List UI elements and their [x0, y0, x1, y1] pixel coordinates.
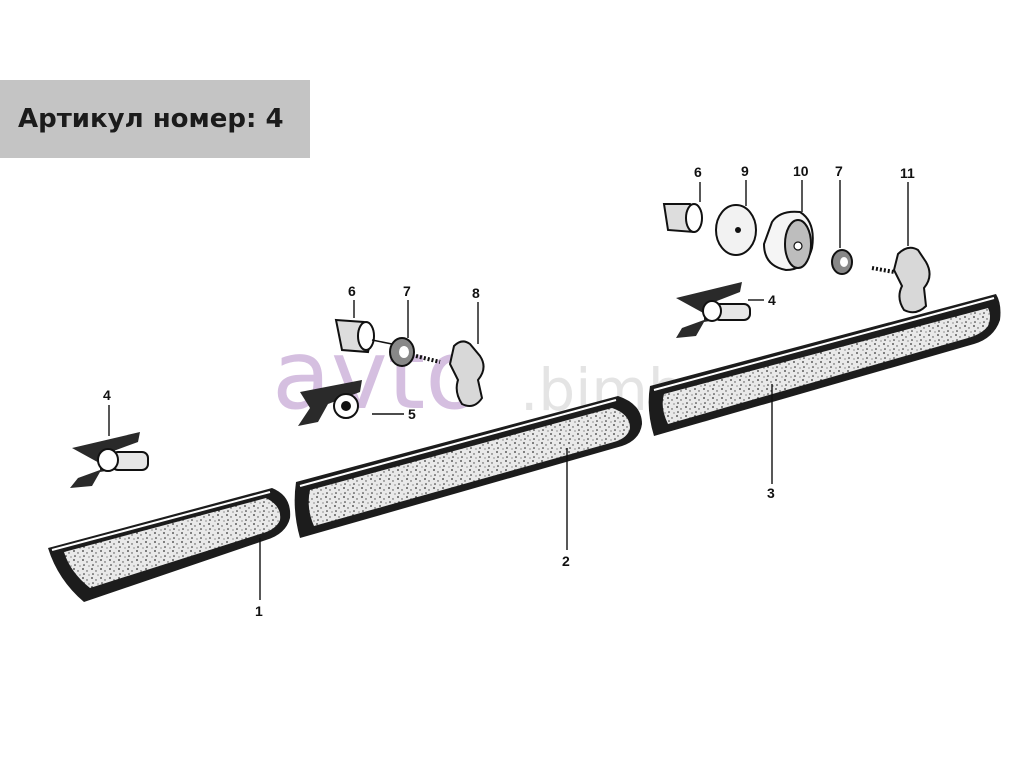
- callout-2: 2: [562, 553, 570, 569]
- trim-strip-3: [648, 294, 1001, 436]
- callout-11: 11: [900, 165, 915, 181]
- fastener-set-left: [334, 318, 485, 407]
- callout-7-left: 7: [403, 283, 411, 299]
- callout-8: 8: [472, 285, 480, 301]
- callout-10: 10: [793, 163, 809, 179]
- article-number-badge: Артикул номер: 4: [0, 80, 310, 158]
- trim-strip-1: [48, 488, 291, 602]
- leader-lines: [108, 180, 909, 600]
- fastener-set-right: [662, 203, 931, 314]
- callout-1: 1: [255, 603, 263, 619]
- callout-4-left: 4: [103, 387, 111, 403]
- callout-7-right: 7: [835, 163, 843, 179]
- callout-3: 3: [767, 485, 775, 501]
- callout-numbers: 4 1 2 3 5 6 7 8 4 6 9 10 7 11: [103, 163, 915, 619]
- callout-6-left: 6: [348, 283, 356, 299]
- callout-4-right: 4: [768, 292, 776, 308]
- clip-4-right: [676, 282, 751, 338]
- trim-strip-2: [294, 396, 642, 538]
- article-number-label: Артикул номер: 4: [18, 104, 284, 134]
- callout-6-right: 6: [694, 164, 702, 180]
- callout-5: 5: [408, 406, 416, 422]
- clip-4-left: [70, 432, 149, 488]
- callout-9: 9: [741, 163, 749, 179]
- clip-5: [298, 380, 362, 426]
